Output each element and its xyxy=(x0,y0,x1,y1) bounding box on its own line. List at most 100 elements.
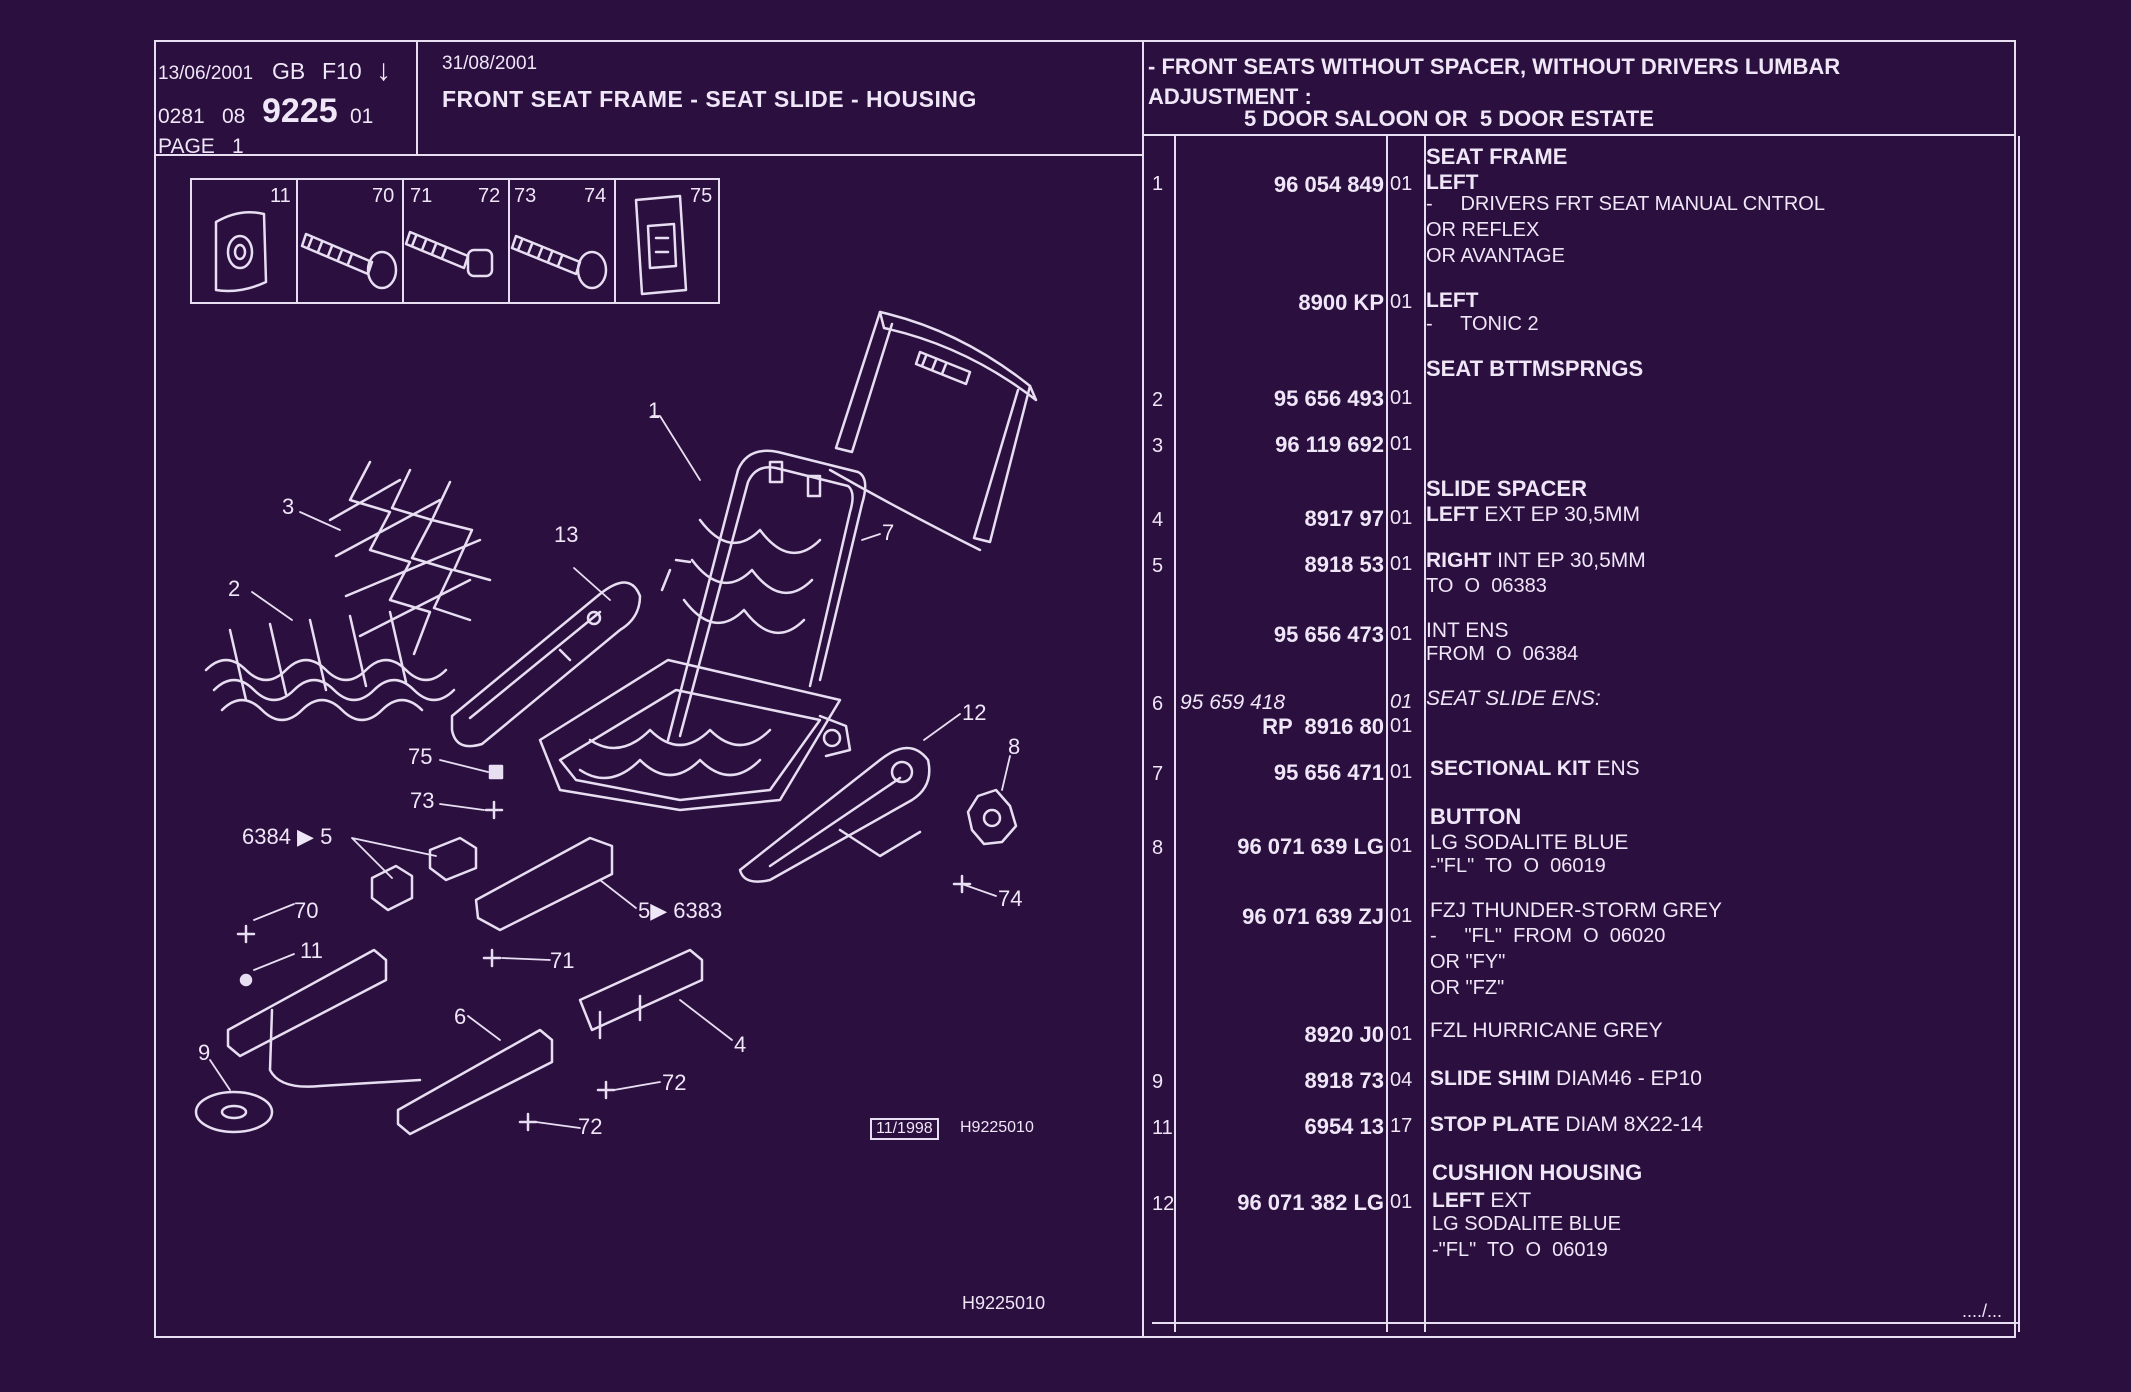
group-heading: SLIDE SPACER xyxy=(1426,476,1587,501)
part-number: 8918 73 xyxy=(1304,1068,1384,1093)
quantity: 01 xyxy=(1390,1023,1413,1045)
thumb-divider xyxy=(508,178,510,304)
quantity: 01 xyxy=(1390,553,1413,575)
revision-stamp-text: 11/1998 xyxy=(876,1120,933,1137)
quantity-alt: 01 xyxy=(1390,691,1413,713)
description-line: OR AVANTAGE xyxy=(1426,245,1565,267)
header-plate-suffix: 01 xyxy=(350,105,374,128)
divider-header-left xyxy=(154,154,1142,156)
callout-4: 4 xyxy=(734,1032,747,1057)
description-rest: DIAM 8X22-14 xyxy=(1559,1113,1704,1136)
quantity: 01 xyxy=(1390,291,1413,313)
group-heading: BUTTON xyxy=(1430,804,1522,829)
thumb-label-11: 11 xyxy=(270,185,291,207)
header-plate-number: 9225 xyxy=(262,92,338,130)
slide-shim-9 xyxy=(194,1090,274,1134)
ref-number: 12 xyxy=(1152,1193,1175,1215)
description: FZL HURRICANE GREY xyxy=(1430,1019,1663,1042)
seat-frame-1 xyxy=(538,449,867,812)
description-line: OR REFLEX xyxy=(1426,219,1540,241)
fastener-markers xyxy=(236,764,972,1132)
part-number: 96 071 382 LG xyxy=(1237,1190,1384,1215)
callout-8: 8 xyxy=(1008,734,1021,759)
header-prefix2: 08 xyxy=(222,105,246,128)
ref-number: 2 xyxy=(1152,389,1164,411)
divider-header-mid xyxy=(416,40,418,154)
part-number: RP 8916 80 xyxy=(1262,714,1384,739)
part-number: 96 054 849 xyxy=(1273,172,1384,197)
quantity: 01 xyxy=(1390,623,1413,645)
clip-75-thumb-icon xyxy=(634,194,688,296)
condition-line-1: - FRONT SEATS WITHOUT SPACER, WITHOUT DR… xyxy=(1148,54,1841,79)
header-date2: 31/08/2001 xyxy=(442,53,538,74)
slide-spacers-5 xyxy=(370,836,614,932)
description: LG SODALITE BLUE xyxy=(1430,831,1629,854)
description-bold: LEFT xyxy=(1432,1189,1485,1212)
bolt-70-thumb-icon xyxy=(300,232,398,290)
callout-2: 2 xyxy=(228,576,241,601)
quantity: 01 xyxy=(1390,761,1413,783)
sheet-frame xyxy=(154,40,2016,1338)
quantity: 01 xyxy=(1390,1191,1413,1213)
callout-6384: 6384 ▶ 5 xyxy=(242,824,333,849)
col-ref xyxy=(1174,136,1176,1332)
bottom-springs-3 xyxy=(328,460,492,656)
description-line: OR "FZ" xyxy=(1430,977,1505,999)
col-qty xyxy=(1424,136,1426,1332)
stop-plate-thumb-icon xyxy=(214,211,268,293)
quantity: 01 xyxy=(1390,433,1413,455)
header-code: F10 xyxy=(322,58,362,84)
table-bottom xyxy=(1152,1322,2020,1324)
callout-3: 3 xyxy=(282,494,295,519)
part-number-alt: 95 659 418 xyxy=(1180,691,1286,714)
col-desc xyxy=(2018,136,2020,1332)
divider-center xyxy=(1142,40,1144,1338)
thumb-divider xyxy=(402,178,404,304)
part-number: 96 071 639 LG xyxy=(1237,834,1384,859)
header-date1: 13/06/2001 xyxy=(158,63,254,84)
quantity: 01 xyxy=(1390,387,1413,409)
seat-slide-4 xyxy=(578,948,704,1040)
part-number: 95 656 473 xyxy=(1273,622,1384,647)
description-line: - TONIC 2 xyxy=(1426,313,1539,335)
callout-70: 70 xyxy=(294,898,319,923)
header-page-label: PAGE xyxy=(158,135,215,158)
description: SEAT SLIDE ENS: xyxy=(1426,687,1601,710)
ref-number: 4 xyxy=(1152,509,1164,531)
description: SECTIONAL KIT ENS xyxy=(1430,758,1640,779)
bolt-71-thumb-icon xyxy=(404,230,494,278)
part-number: 8918 53 xyxy=(1304,552,1384,577)
ref-number: 6 xyxy=(1152,693,1164,715)
part-number: 8920 J0 xyxy=(1304,1022,1384,1047)
description-rest: EXT xyxy=(1484,1189,1532,1212)
part-number: 96 119 692 xyxy=(1275,432,1384,457)
thumb-label-72: 72 xyxy=(478,185,501,207)
condition-line-2: ADJUSTMENT : xyxy=(1148,84,1312,109)
callout-9: 9 xyxy=(198,1040,211,1065)
thumb-label-70: 70 xyxy=(372,185,395,207)
divider-header-right xyxy=(1142,134,2016,136)
callout-73: 73 xyxy=(410,788,435,813)
description-bold: SECTIONAL KIT xyxy=(1430,757,1591,780)
header-prefix1: 0281 xyxy=(158,105,205,128)
description: RIGHT INT EP 30,5MM xyxy=(1426,550,1646,571)
thumb-divider xyxy=(614,178,616,304)
description: STOP PLATE DIAM 8X22-14 xyxy=(1430,1114,1703,1135)
condition-line-3: 5 DOOR SALOON OR 5 DOOR ESTATE xyxy=(1244,106,1654,131)
callout-75: 75 xyxy=(408,744,433,769)
part-number: 8917 97 xyxy=(1304,506,1384,531)
description-rest: INT EP 30,5MM xyxy=(1491,549,1646,572)
description: INT ENS xyxy=(1426,619,1509,642)
revision-stamp: 11/1998 xyxy=(870,1118,939,1140)
thumb-divider xyxy=(296,178,298,304)
ref-number: 8 xyxy=(1152,837,1164,859)
thumb-label-75: 75 xyxy=(690,185,713,207)
ref-number: 3 xyxy=(1152,435,1164,457)
description-line: - DRIVERS FRT SEAT MANUAL CNTROL xyxy=(1426,193,1825,215)
description-line: FROM O 06384 xyxy=(1426,643,1579,665)
description-line: LG SODALITE BLUE xyxy=(1432,1213,1621,1235)
thumb-label-71: 71 xyxy=(410,185,433,207)
bottom-springs-2 xyxy=(204,610,456,722)
